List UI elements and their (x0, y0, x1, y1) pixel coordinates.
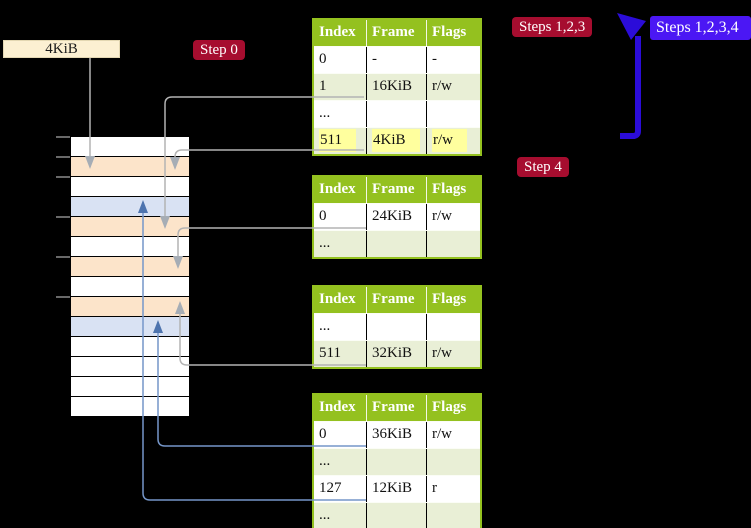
column-header-index: Index (319, 291, 356, 307)
highlight: 511 (319, 129, 356, 152)
page-size-label: 4KiB (3, 40, 120, 58)
cell-flags (426, 314, 480, 340)
table-row-highlighted: 511 4KiB r/w (314, 127, 480, 154)
table-row: 0 24KiB r/w (314, 203, 480, 230)
cell-index: ... (319, 453, 331, 469)
table-row: ... (314, 100, 480, 127)
cell-frame: 24KiB (366, 204, 426, 230)
cell-frame: 32KiB (366, 341, 426, 367)
memory-row (71, 157, 189, 177)
cell-frame: 16KiB (366, 74, 426, 100)
cell-flags: r/w (426, 74, 480, 100)
page-table-level1: Index Frame Flags 0 - - 1 16KiB r/w ... … (312, 18, 482, 156)
cell-frame: - (366, 47, 426, 73)
memory-row (71, 257, 189, 277)
cell-frame (366, 101, 426, 127)
cell-frame: 4KiB (366, 128, 426, 154)
page-table-level2: Index Frame Flags 0 24KiB r/w ... (312, 175, 482, 259)
column-header-frame: Frame (366, 287, 426, 313)
table-row: 511 32KiB r/w (314, 340, 480, 367)
badge-steps-1234: Steps 1,2,3,4 (650, 16, 751, 40)
memory-row (71, 317, 189, 337)
cell-flags (426, 101, 480, 127)
memory-row (71, 177, 189, 197)
table-row: 0 - - (314, 46, 480, 73)
cell-flags: r/w (426, 204, 480, 230)
column-header-flags: Flags (426, 395, 480, 421)
cell-index: 127 (319, 480, 342, 496)
table-row: ... (314, 313, 480, 340)
big-loop-arrow-shaft (620, 36, 641, 139)
cell-index: 0 (319, 208, 327, 224)
memory-row (71, 377, 189, 397)
column-header-flags: Flags (426, 287, 480, 313)
cell-index: ... (319, 318, 331, 334)
table-header-row: Index Frame Flags (314, 395, 480, 421)
cell-flags (426, 503, 480, 528)
column-header-index: Index (319, 181, 356, 197)
memory-row (71, 237, 189, 257)
cell-index: ... (319, 105, 331, 121)
column-header-frame: Frame (366, 395, 426, 421)
table-row: 1 16KiB r/w (314, 73, 480, 100)
memory-row (71, 277, 189, 297)
big-loop-arrow (617, 13, 646, 139)
cell-frame (366, 314, 426, 340)
column-header-index: Index (319, 24, 356, 40)
table-header-row: Index Frame Flags (314, 287, 480, 313)
cell-frame (366, 449, 426, 475)
memory-row (71, 197, 189, 217)
badge-step0: Step 0 (193, 40, 245, 60)
column-header-index: Index (319, 399, 356, 415)
cell-index: 0 (319, 51, 327, 67)
cell-flags: r/w (426, 128, 480, 154)
memory-address-ticks (56, 136, 70, 298)
cell-index: 0 (319, 426, 327, 442)
cell-flags: r/w (426, 422, 480, 448)
memory-row (71, 217, 189, 237)
memory-row (71, 397, 189, 416)
table-row: 127 12KiB r (314, 475, 480, 502)
big-loop-arrowhead-icon (617, 13, 646, 40)
column-header-flags: Flags (426, 177, 480, 203)
cell-index: 511 (314, 128, 366, 154)
table-row: 0 36KiB r/w (314, 421, 480, 448)
column-header-flags: Flags (426, 20, 480, 46)
highlight: r/w (432, 129, 467, 152)
page-table-level4: Index Frame Flags 0 36KiB r/w ... 127 12… (312, 393, 482, 528)
cell-frame (366, 503, 426, 528)
memory-row (71, 297, 189, 317)
cell-frame: 36KiB (366, 422, 426, 448)
page-table-level3: Index Frame Flags ... 511 32KiB r/w (312, 285, 482, 369)
memory-row (71, 357, 189, 377)
cell-flags (426, 449, 480, 475)
cell-frame: 12KiB (366, 476, 426, 502)
cell-flags (426, 231, 480, 257)
table-row: ... (314, 502, 480, 528)
column-header-frame: Frame (366, 177, 426, 203)
memory-row (71, 137, 189, 157)
cell-frame (366, 231, 426, 257)
cell-flags: r (426, 476, 480, 502)
table-row: ... (314, 230, 480, 257)
table-row: ... (314, 448, 480, 475)
cell-index: ... (319, 507, 331, 523)
cell-flags: r/w (426, 341, 480, 367)
badge-step4: Step 4 (517, 157, 569, 177)
memory-row (71, 337, 189, 357)
highlight: 4KiB (372, 129, 420, 152)
cell-index: 1 (319, 78, 327, 94)
table-header-row: Index Frame Flags (314, 177, 480, 203)
table-header-row: Index Frame Flags (314, 20, 480, 46)
column-header-frame: Frame (366, 20, 426, 46)
physical-memory-column (70, 136, 190, 417)
cell-index: ... (319, 235, 331, 251)
cell-flags: - (426, 47, 480, 73)
cell-index: 511 (319, 345, 341, 361)
badge-steps-123: Steps 1,2,3 (512, 17, 593, 37)
